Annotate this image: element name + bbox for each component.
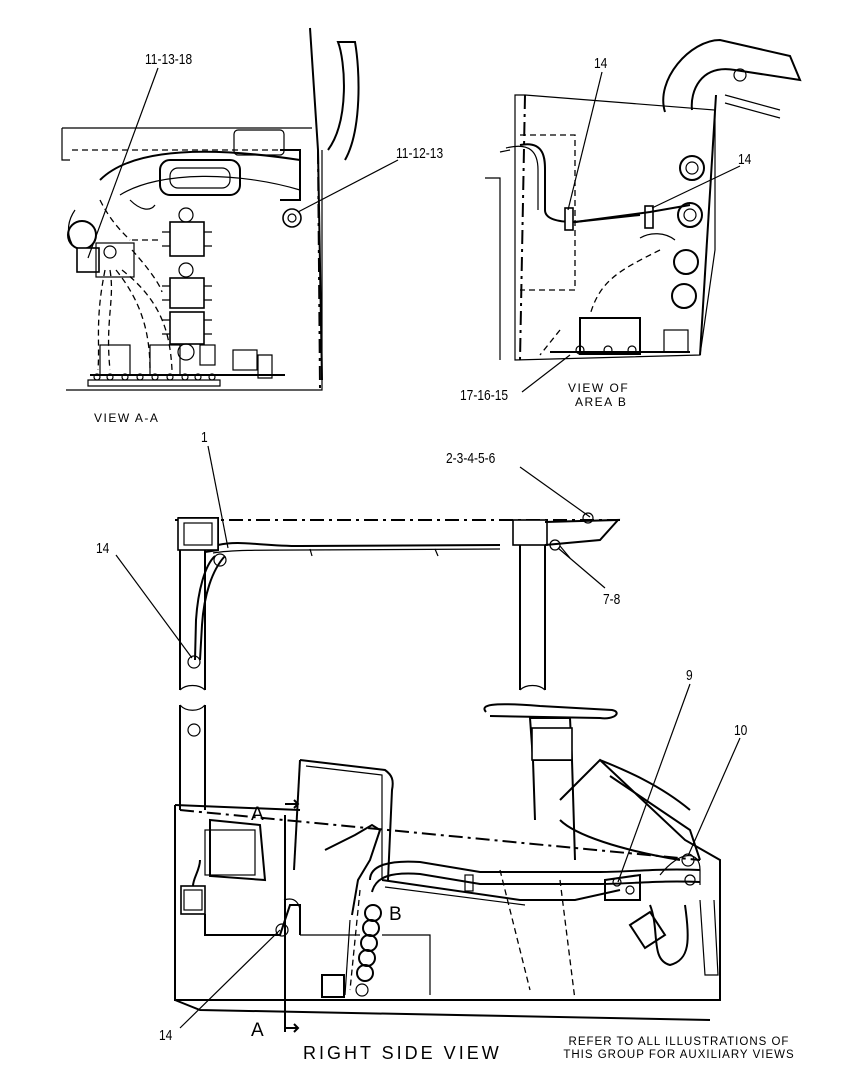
leader-lines bbox=[87, 67, 741, 1029]
callout-14-body: 14 bbox=[159, 1027, 173, 1044]
area-mark-b: B bbox=[389, 904, 402, 925]
callout-17-16-15: 17-16-15 bbox=[460, 387, 509, 404]
view-area-b-drawing bbox=[485, 38, 802, 361]
right-side-view-upper bbox=[175, 512, 621, 691]
callout-7-8: 7-8 bbox=[603, 591, 621, 608]
callout-11-13-18: 11-13-18 bbox=[145, 51, 193, 68]
callout-10: 10 bbox=[734, 722, 748, 739]
callout-11-12-13: 11-12-13 bbox=[396, 145, 444, 162]
view-area-b-caption-line2: AREA B bbox=[575, 395, 628, 409]
callout-14-canopy: 14 bbox=[96, 540, 110, 557]
callout-1: 1 bbox=[201, 429, 208, 446]
callout-14-area-b-top: 14 bbox=[594, 55, 608, 72]
section-mark-a-top: A bbox=[251, 804, 264, 825]
view-aa-drawing bbox=[61, 27, 360, 391]
callout-9: 9 bbox=[686, 667, 693, 684]
view-area-b-caption-line1: VIEW OF bbox=[568, 381, 630, 395]
right-side-view-lower bbox=[174, 703, 721, 1033]
note-line-1: REFER TO ALL ILLUSTRATIONS OF bbox=[568, 1036, 790, 1048]
auxiliary-views-note: REFER TO ALL ILLUSTRATIONS OF THIS GROUP… bbox=[548, 1036, 810, 1062]
view-aa-caption: VIEW A-A bbox=[94, 411, 160, 425]
callout-14-area-b-right: 14 bbox=[738, 151, 752, 168]
section-mark-a-bottom: A bbox=[251, 1020, 264, 1041]
callout-2-3-4-5-6: 2-3-4-5-6 bbox=[446, 450, 496, 467]
note-line-2: THIS GROUP FOR AUXILIARY VIEWS bbox=[563, 1049, 795, 1062]
right-side-view-title: RIGHT SIDE VIEW bbox=[303, 1043, 502, 1063]
